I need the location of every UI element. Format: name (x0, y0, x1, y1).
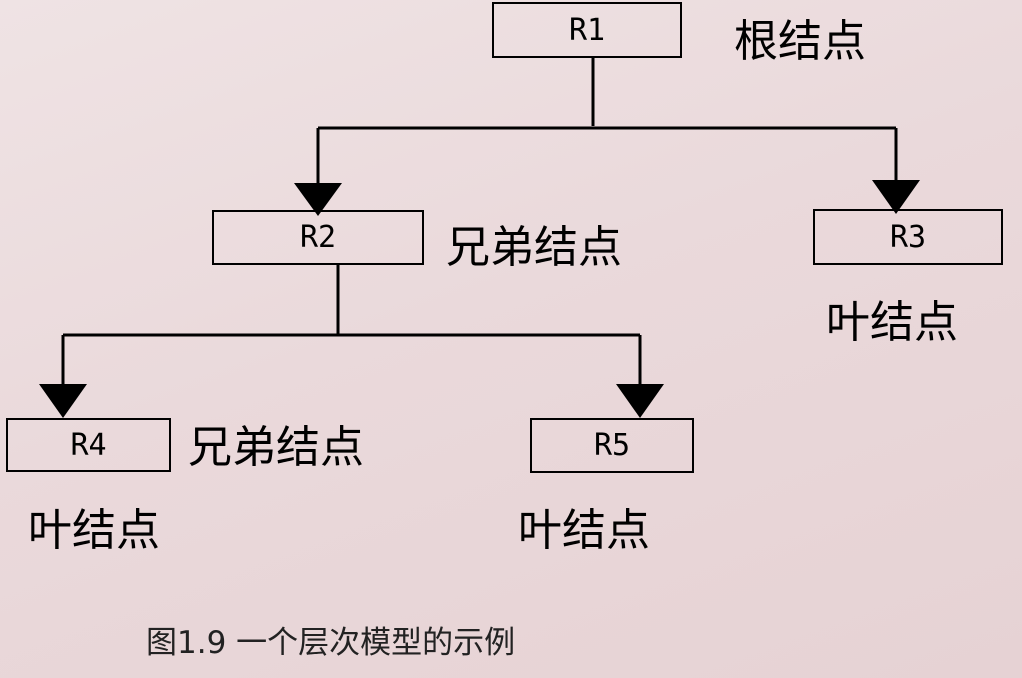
node-r4-label: R4 (70, 427, 107, 463)
arrowhead-r4 (39, 384, 87, 418)
node-r3-label: R3 (889, 219, 927, 255)
node-r2-label: R2 (299, 220, 337, 255)
arrowhead-r5 (616, 384, 664, 418)
root-node-tag: 根结点 (734, 16, 866, 67)
node-r4: R4 (6, 418, 171, 472)
sibling-node-tag-r4: 兄弟结点 (188, 422, 364, 473)
sibling-node-tag-r2: 兄弟结点 (446, 222, 622, 273)
figure-caption: 图1.9 一个层次模型的示例 (146, 625, 516, 661)
arrowhead-r3 (872, 180, 920, 214)
node-r2: R2 (212, 210, 424, 265)
node-r5-label: R5 (593, 428, 631, 463)
node-r1-label: R1 (568, 12, 606, 48)
leaf-node-tag-r5: 叶结点 (518, 505, 650, 556)
node-r1: R1 (492, 2, 682, 58)
leaf-node-tag-r4: 叶结点 (28, 505, 160, 556)
node-r5: R5 (530, 418, 694, 473)
node-r3: R3 (813, 209, 1003, 265)
leaf-node-tag-r3: 叶结点 (826, 297, 958, 348)
arrowhead-r2 (294, 183, 342, 216)
